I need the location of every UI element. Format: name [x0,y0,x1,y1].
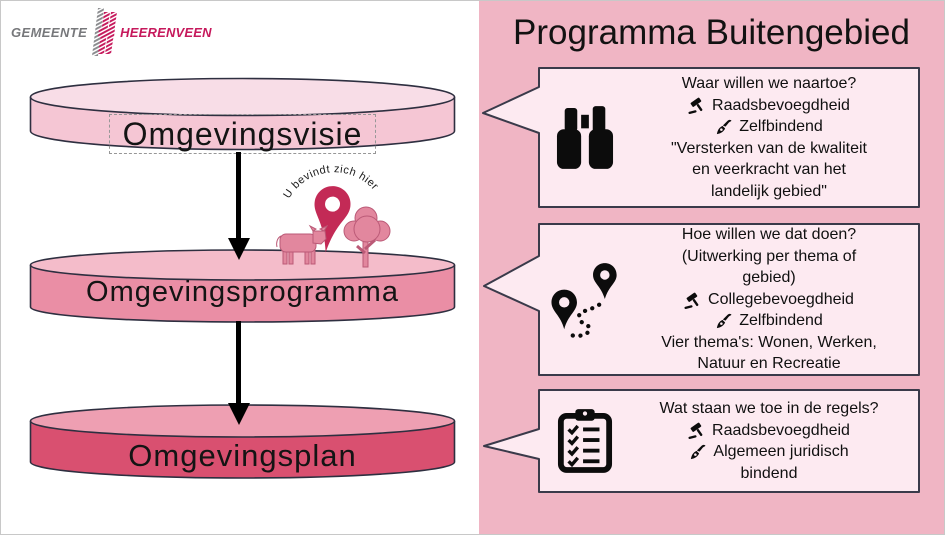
gavel-icon [688,96,706,115]
arrow-down-1 [236,152,241,240]
cow-icon [276,224,329,265]
callout-text: Waar willen we naartoe? Raadsbevoegdheid… [671,75,867,200]
cylinder-shape [29,77,456,151]
callout-omgevingsprogramma: Hoe willen we dat doen? (Uitwerking per … [481,223,921,376]
arrow-down-2-head [228,403,250,425]
gavel-icon [684,291,702,309]
pen-icon [689,443,707,461]
pen-icon [715,312,733,330]
callout-omgevingsplan: Wat staan we toe in de regels? Raadsbevo… [481,389,921,493]
location-pin-icon [314,186,351,253]
binoculars-icon [539,105,631,170]
speech-bubble-shape [482,67,920,208]
logo-text-gemeente: GEMEENTE [11,24,88,40]
page-title: Programma Buitengebied [513,13,910,52]
callout-text: Wat staan we toe in de regels? Raadsbevo… [659,400,879,482]
cylinder-shape [29,249,456,323]
layer-label-omgevingsvisie: Omgevingsvisie [29,114,456,154]
gemeente-heerenveen-logo: GEMEENTE HEERENVEEN [11,6,212,58]
callout-text: Hoe willen we dat doen? (Uitwerking per … [661,226,877,373]
logo-text-heerenveen: HEERENVEEN [120,24,212,40]
callout-omgevingsvisie: Waar willen we naartoe? Raadsbevoegdheid… [481,67,921,208]
arrow-down-2 [236,321,241,405]
pen-icon [715,118,733,136]
heerenveen-h-icon [92,8,118,56]
you-are-here-marker: U bevindt zich hier [269,163,399,269]
layer-label-omgevingsplan: Omgevingsplan [128,438,357,473]
arrow-down-1-head [228,238,250,260]
speech-bubble-shape [483,223,920,376]
diagram-layer-omgevingsvisie: Omgevingsvisie [29,77,456,154]
clipboard-checklist-icon [539,408,631,474]
route-icon [539,261,631,339]
diagram-layer-omgevingsprogramma: Omgevingsprogramma [29,249,456,323]
gavel-icon [688,421,706,440]
layer-label-omgevingsprogramma: Omgevingsprogramma [86,276,399,308]
programma-panel: Programma Buitengebied Waar willen [479,1,944,534]
tree-icon [343,206,391,268]
